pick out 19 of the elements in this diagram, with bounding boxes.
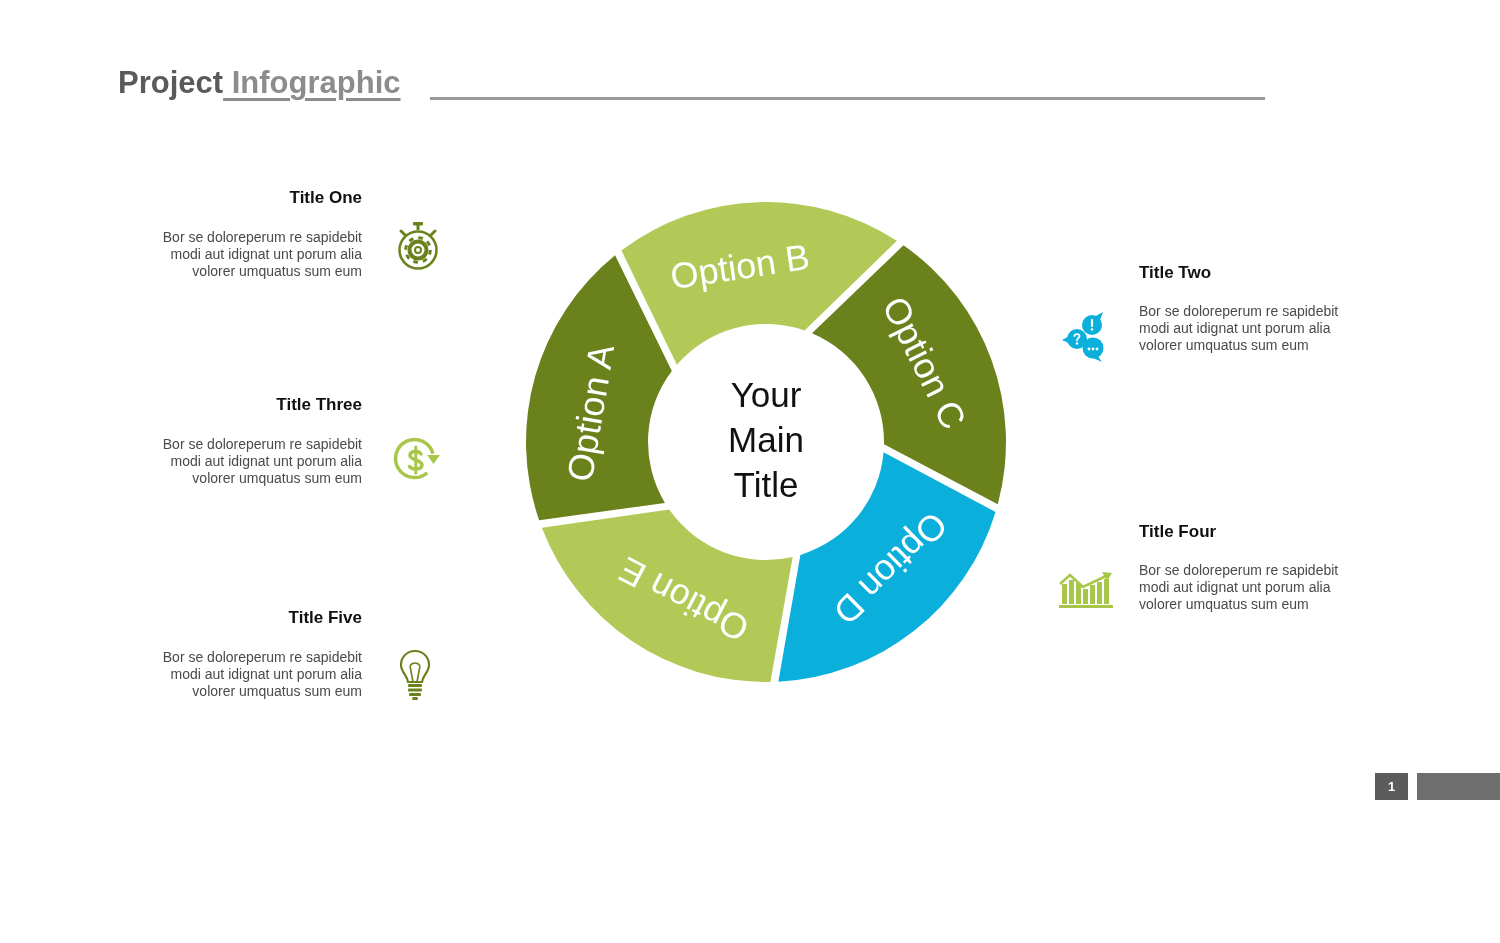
ring-segment (526, 255, 672, 521)
page-number: 1 (1375, 773, 1408, 800)
item-heading: Title Four (1139, 521, 1217, 543)
item-heading: Title Three (276, 394, 362, 416)
item-description: Bor se doloreperum re sapidebit modi aut idignat unt porum alia volorer umquatus sum eum (1139, 303, 1340, 354)
item-description: Bor se doloreperum re sapidebit modi aut idignat unt porum alia volorer umquatus sum eum (161, 436, 362, 487)
item-description: Bor se doloreperum re sapidebit modi aut idignat unt porum alia volorer umquatus sum eum (161, 649, 362, 700)
segment-label: Option C (874, 290, 974, 436)
item-description: Bor se doloreperum re sapidebit modi aut idignat unt porum alia volorer umquatus sum eum (1139, 562, 1340, 613)
ring-segment (541, 509, 793, 682)
item-heading: Title Two (1139, 262, 1212, 284)
ring-segment (811, 245, 1006, 505)
center-title: Your Main Title (727, 374, 805, 506)
page-title: Project Infographic (118, 64, 401, 102)
item-description: Bor se doloreperum re sapidebit modi aut idignat unt porum alia volorer umquatus sum eum (161, 229, 362, 280)
item-heading: Title One (289, 187, 362, 209)
segment-label: Option A (560, 341, 623, 485)
item-heading: Title Five (288, 607, 362, 629)
segment-label: Option B (667, 236, 813, 298)
